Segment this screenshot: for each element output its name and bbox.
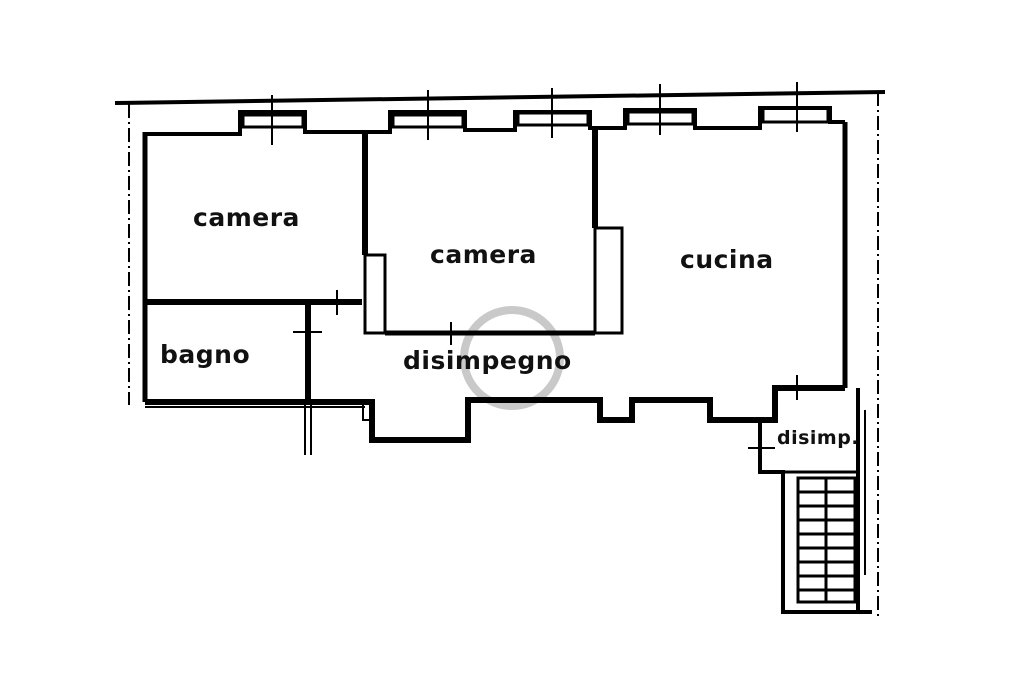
property-boundary <box>128 92 879 620</box>
door-markers <box>293 290 798 449</box>
stair-hall <box>758 388 872 614</box>
interior-walls <box>145 130 624 455</box>
windows <box>241 82 830 145</box>
room-label-disimpegno: disimpegno <box>403 346 572 375</box>
room-label-camera-1: camera <box>193 203 300 232</box>
room-label-bagno: bagno <box>160 340 251 369</box>
room-label-cucina: cucina <box>680 245 774 274</box>
stair-treads <box>796 476 857 604</box>
exterior-walls <box>142 106 848 443</box>
outer-facade-line <box>114 90 886 105</box>
room-label-camera-2: camera <box>430 240 537 269</box>
room-label-disimp: disimp. <box>777 427 860 449</box>
watermark <box>460 306 564 410</box>
